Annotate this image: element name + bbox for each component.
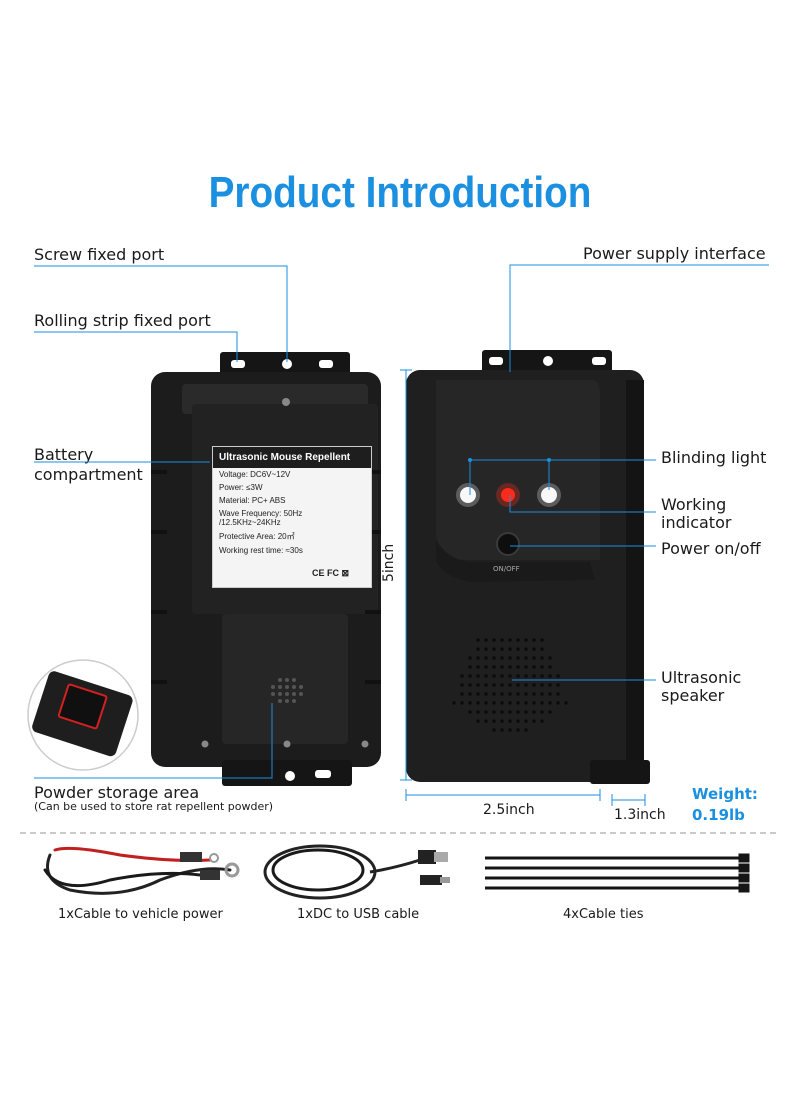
device-spec-label: Ultrasonic Mouse Repellent Voltage: DC6V… [212, 446, 372, 588]
spec-material: Material: PC+ ABS [219, 496, 286, 505]
dim-depth: 1.3inch [614, 807, 666, 823]
label-working: Working [661, 495, 727, 514]
spec-power: Power: ≤3W [219, 483, 263, 492]
label-ultrasonic: Ultrasonic [661, 668, 742, 687]
label-powder-note: (Can be used to store rat repellent powd… [34, 800, 274, 813]
usb-cable-image [263, 844, 450, 900]
inset-detail-image [27, 659, 139, 771]
label-battery: Battery [34, 445, 94, 464]
front-device-image [406, 350, 650, 784]
label-power-onoff: Power on/off [661, 539, 761, 558]
dim-width: 2.5inch [483, 802, 535, 818]
weight-label: Weight: [692, 785, 758, 803]
spec-wave: Wave Frequency: 50Hz /12.5KHz~24KHz [219, 509, 303, 527]
cert-marks: CE FC ⊠ [311, 568, 349, 578]
label-powder: Powder storage area [34, 783, 200, 802]
spec-voltage: Voltage: DC6V~12V [219, 470, 291, 479]
vehicle-cable-image [43, 846, 240, 895]
label-blinding-light: Blinding light [661, 448, 767, 467]
label-ultrasonic-2: speaker [661, 686, 725, 705]
onoff-button-text: ON/OFF [493, 565, 520, 573]
label-power-supply: Power supply interface [583, 244, 766, 263]
page-title: Product Introduction [208, 168, 592, 217]
label-screw-port: Screw fixed port [34, 245, 165, 264]
label-battery-2: compartment [34, 465, 143, 484]
accessory-caption-vehicle: 1xCable to vehicle power [58, 907, 223, 922]
label-rolling-strip: Rolling strip fixed port [34, 311, 211, 330]
callout-lines [34, 264, 769, 806]
spec-area: Protective Area: 20㎡ [219, 532, 295, 541]
weight-value: 0.19lb [692, 806, 745, 824]
spec-rest: Working rest time: ≈30s [219, 546, 303, 555]
accessory-caption-usb: 1xDC to USB cable [297, 907, 420, 922]
device-label-heading: Ultrasonic Mouse Repellent [213, 447, 371, 468]
accessory-caption-ties: 4xCable ties [563, 907, 644, 922]
label-working-2: indicator [661, 513, 732, 532]
cable-ties-image [485, 853, 750, 893]
